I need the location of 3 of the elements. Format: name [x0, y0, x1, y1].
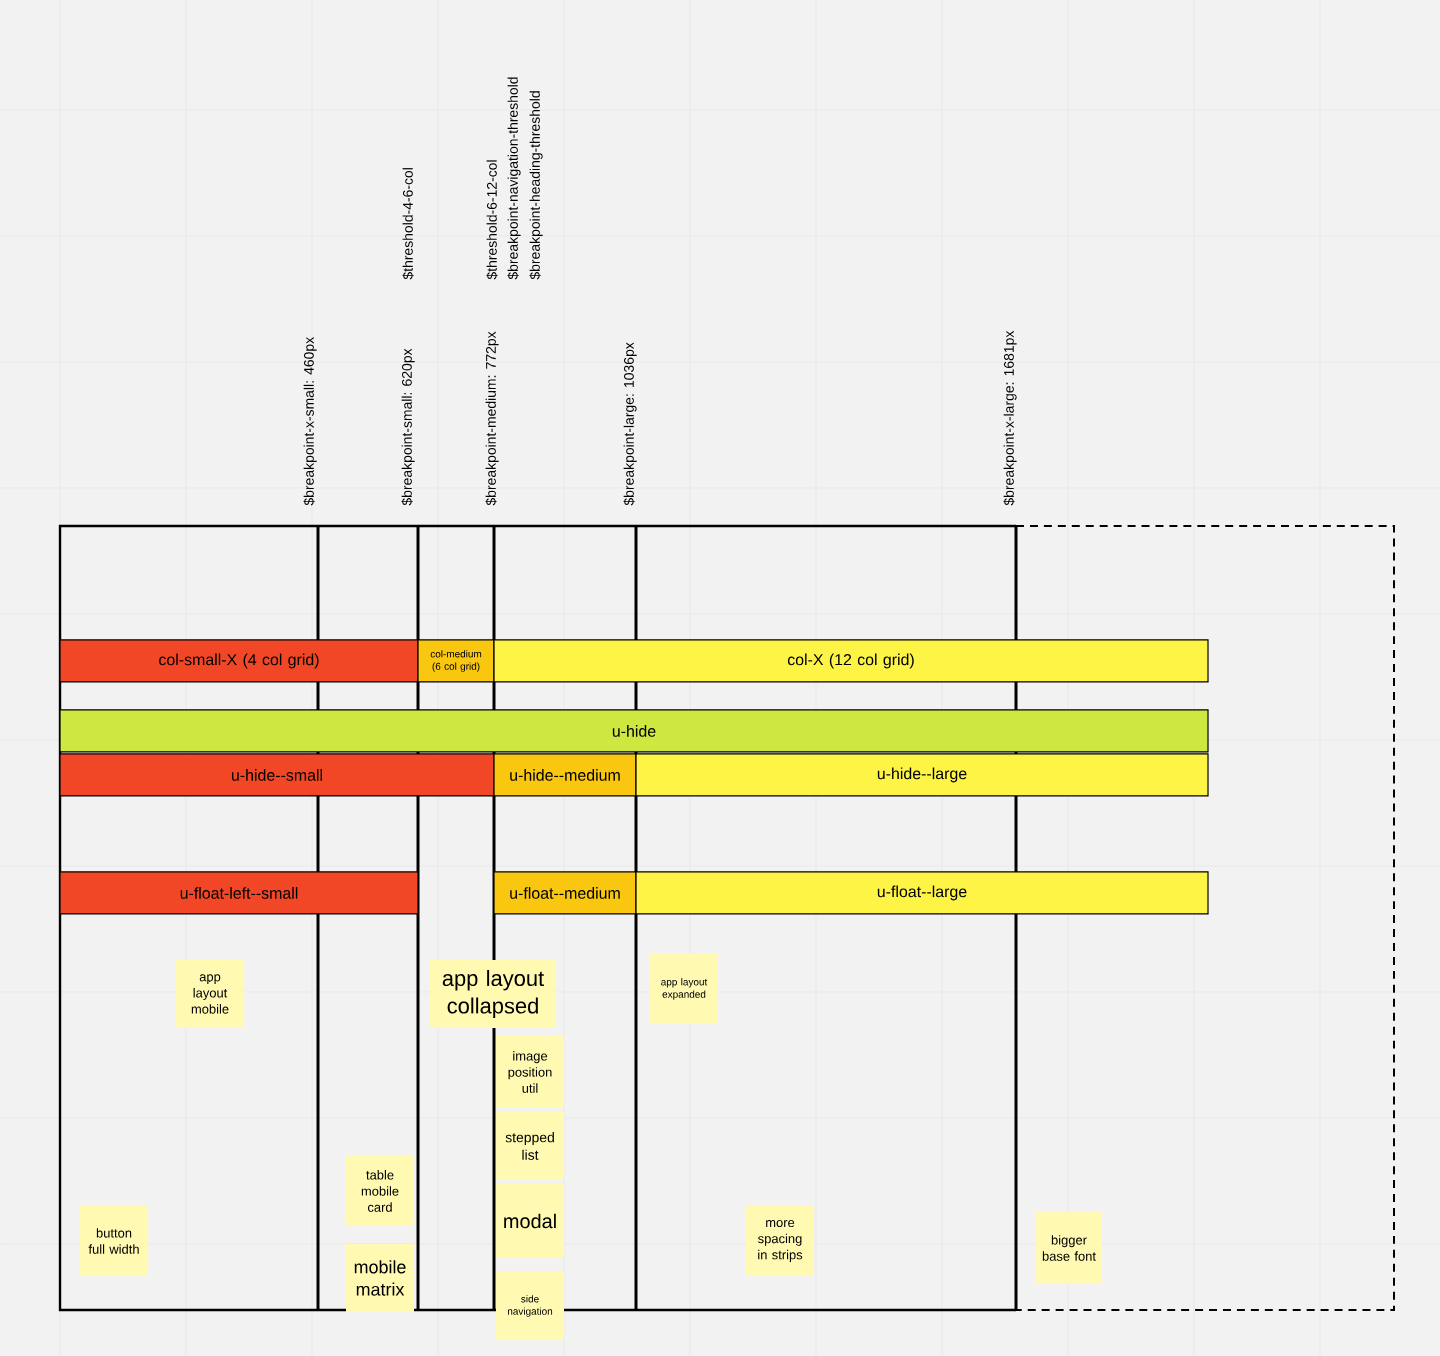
- sticky-note: modal: [496, 1183, 564, 1258]
- sticky-note: app layout collapsed: [430, 959, 556, 1028]
- sticky-note: mobile matrix: [346, 1243, 414, 1312]
